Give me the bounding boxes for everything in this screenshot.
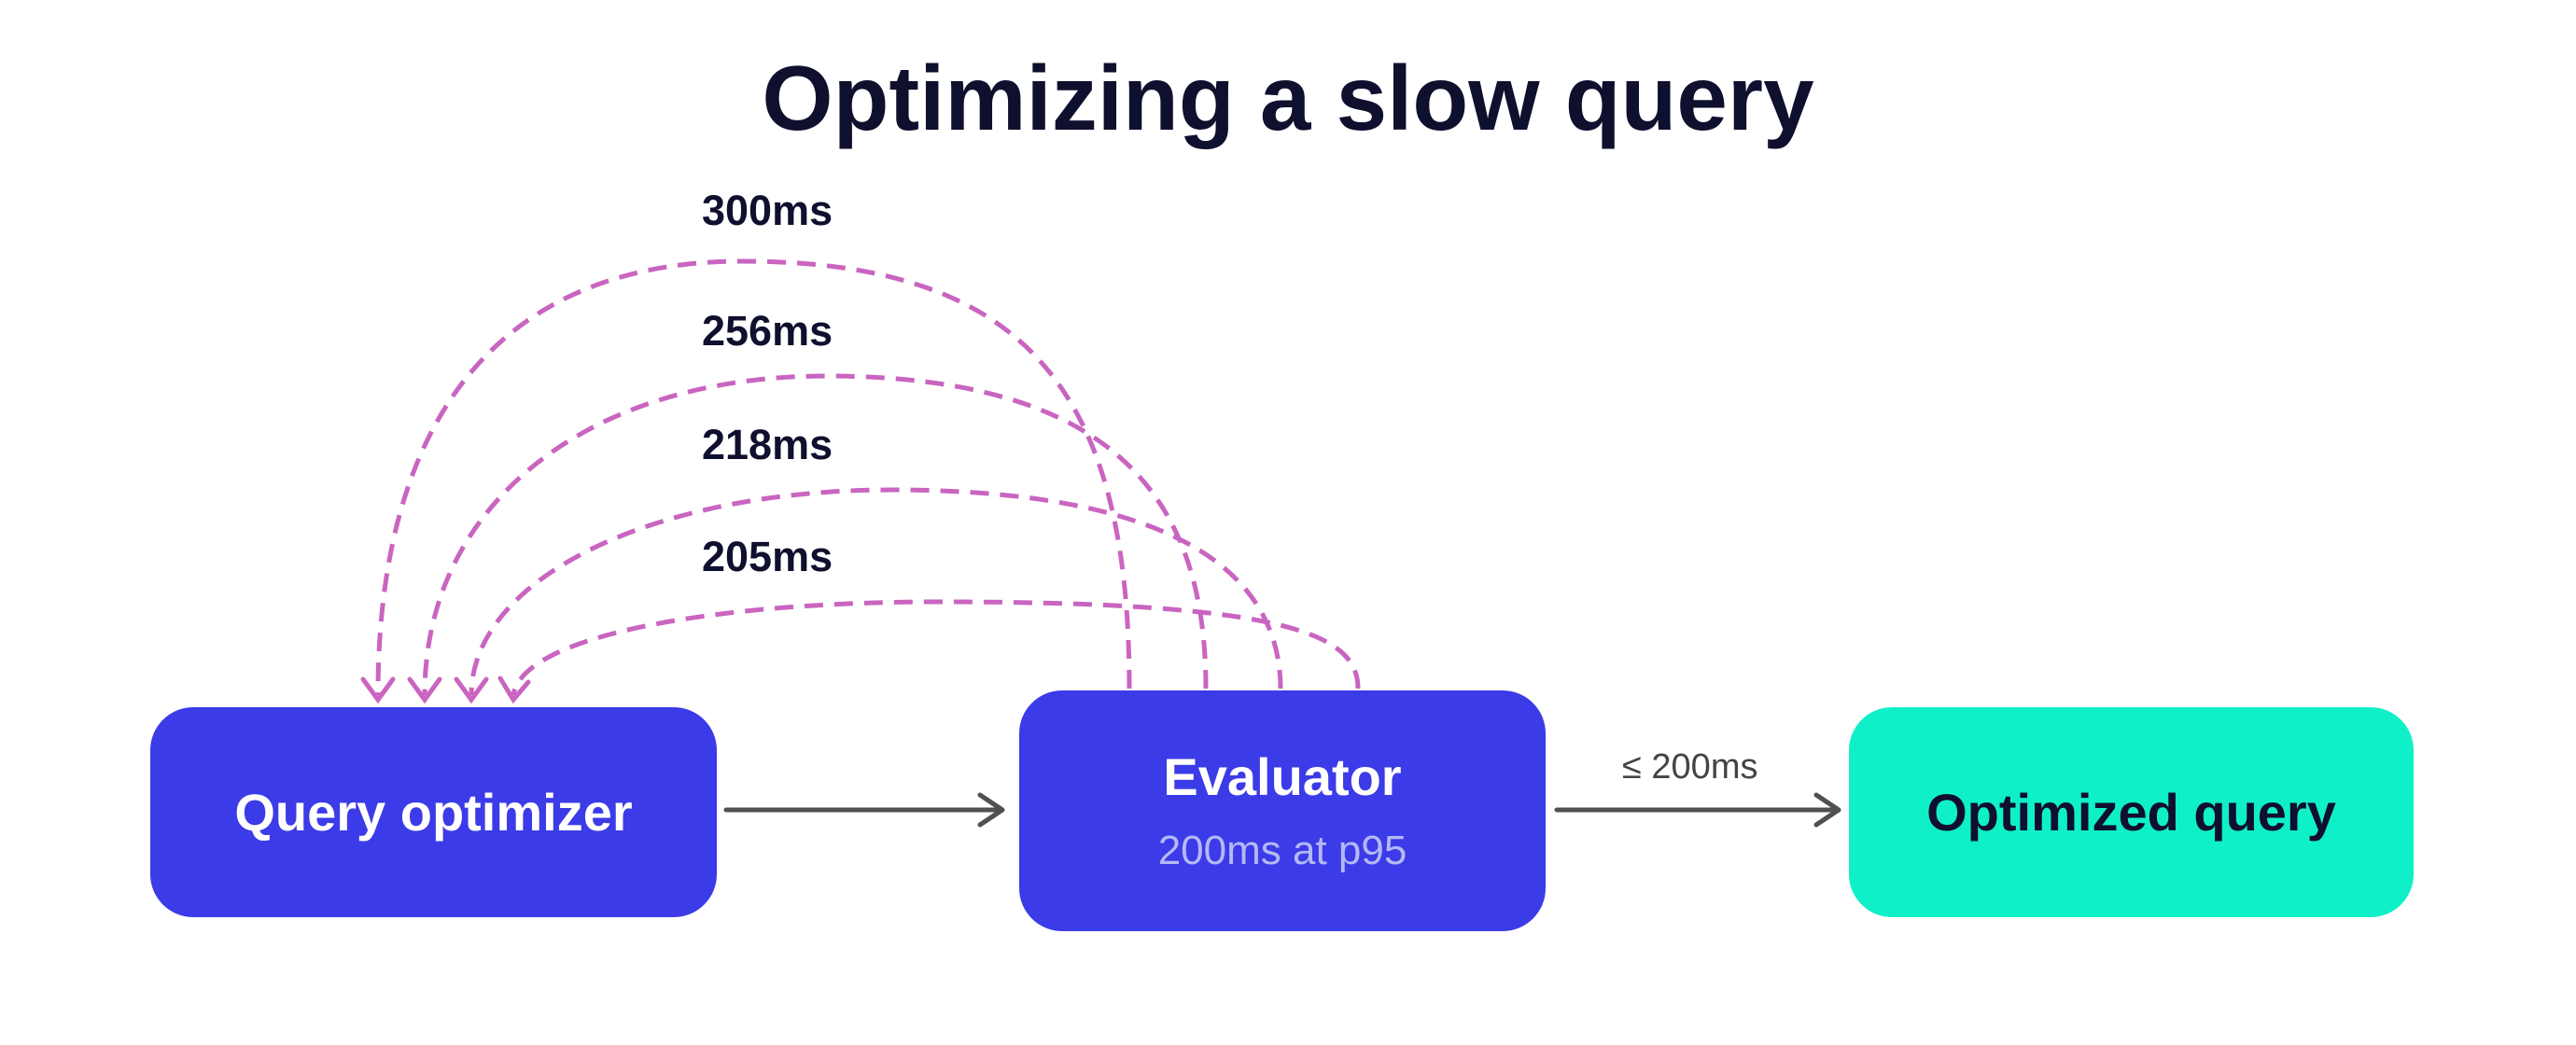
node-label: Evaluator (1163, 747, 1402, 806)
arrowhead-205ms (497, 676, 531, 704)
node-label: Query optimizer (234, 782, 633, 842)
node-label: Optimized query (1926, 782, 2336, 842)
feedback-loops (375, 258, 1361, 696)
loop-label-205ms: 205ms (702, 533, 833, 580)
forward-arrows (723, 792, 1841, 828)
feedback-loop-256ms (422, 373, 1209, 696)
feedback-arrowheads (360, 676, 531, 704)
edge-label-latency-threshold: ≤ 200ms (1622, 747, 1758, 787)
arrowhead-300ms (360, 676, 396, 704)
arrowhead-optimizer-to-evaluator (977, 792, 1005, 828)
feedback-loop-205ms (511, 599, 1361, 696)
loop-label-218ms: 218ms (702, 421, 833, 468)
node-optimized-query: Optimized query (1849, 707, 2414, 917)
feedback-loop-300ms (375, 258, 1132, 696)
arrowhead-218ms (454, 676, 489, 704)
arrowhead-evaluator-to-output (1813, 792, 1841, 828)
node-query-optimizer: Query optimizer (150, 707, 717, 917)
node-sublabel: 200ms at p95 (1157, 828, 1407, 873)
loop-label-300ms: 300ms (702, 187, 833, 234)
feedback-loop-218ms (469, 487, 1283, 696)
arrowhead-256ms (407, 676, 442, 704)
loop-label-256ms: 256ms (702, 307, 833, 355)
node-evaluator: Evaluator 200ms at p95 (1019, 690, 1546, 931)
diagram-title: Optimizing a slow query (762, 47, 1814, 149)
